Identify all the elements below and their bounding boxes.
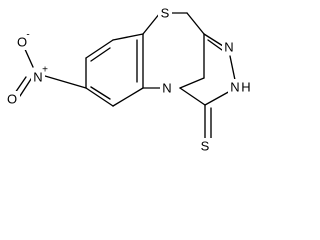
benzene-double-bond-2 bbox=[90, 86, 111, 100]
nitro-negative-charge: - bbox=[26, 30, 29, 41]
bond-nitro-n-o-bottom bbox=[19, 75, 34, 97]
bond-c4a-s bbox=[142, 12, 161, 35]
triazole-bond-c3a-n2 bbox=[203, 33, 224, 47]
sulfur-ring-label: S bbox=[161, 6, 170, 21]
benzene-bond-c8a-c8 bbox=[112, 87, 144, 107]
nitro-o-bottom-mask bbox=[6, 91, 20, 107]
s-thione-mask bbox=[197, 138, 213, 154]
nitrogen-triazole-label: N bbox=[224, 40, 233, 55]
triazole-bond-n2-n3 bbox=[229, 55, 236, 81]
benzene-double-bond-3 bbox=[90, 47, 111, 62]
nitro-oxygen-bottom-label: O bbox=[7, 92, 17, 107]
nitrogen-bridge-label: N bbox=[162, 81, 171, 96]
n-bridge-mask bbox=[160, 80, 174, 96]
hydrogen-nh-label: H bbox=[241, 80, 250, 95]
bond-nitro-n-o-top bbox=[23, 46, 34, 68]
s-ring-mask bbox=[158, 5, 172, 21]
bond-ch2-c3a bbox=[186, 12, 205, 35]
molecule-diagram: S S N O O N N N H + - bbox=[6, 5, 254, 154]
nh-triazole-mask bbox=[228, 79, 254, 95]
nitro-positive-charge: + bbox=[42, 65, 48, 76]
triazole-bond-n3-c5 bbox=[204, 89, 233, 106]
structure-canvas: S S N O O N N N H + - bbox=[6, 5, 254, 154]
triazole-bond-c5-n1 bbox=[179, 87, 206, 106]
nitro-oxygen-top-label: O bbox=[17, 35, 27, 50]
sulfur-thione-label: S bbox=[201, 139, 210, 154]
triazole-bond-n1-c3a bbox=[179, 77, 205, 89]
triazole-double-bond-c3a-n2 bbox=[207, 39, 223, 51]
nitrogen-nh-label: N bbox=[230, 80, 239, 95]
benzene-bond-c5-c4a bbox=[112, 33, 144, 41]
n-triazole-mask bbox=[222, 39, 236, 55]
nitro-nitrogen-label: N bbox=[33, 70, 42, 85]
nitro-n-mask bbox=[31, 69, 45, 85]
benzene-bond-c8-c7 bbox=[85, 87, 114, 107]
nitro-o-top-mask bbox=[15, 34, 29, 50]
bond-c7-nitro-n bbox=[44, 75, 87, 89]
bond-nitro-double-o bbox=[14, 76, 27, 94]
benzene-bond-c6-c5 bbox=[85, 39, 114, 59]
